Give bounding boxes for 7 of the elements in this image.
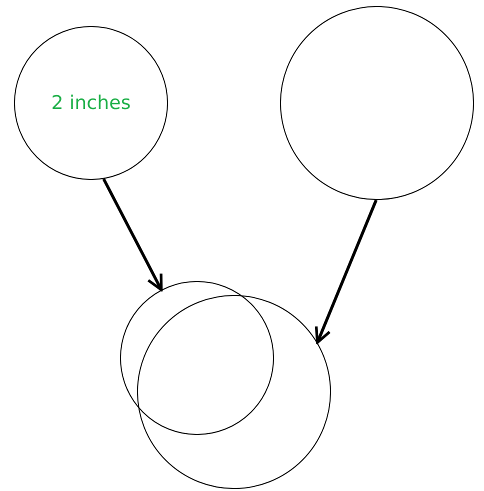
circle-outline [280, 6, 474, 200]
circle-outline [120, 281, 274, 435]
circle-outline [137, 295, 331, 489]
arrow [102, 178, 163, 292]
circle-outline [14, 26, 168, 180]
arrow [314, 199, 378, 344]
measurement-label: 2 inches [51, 92, 131, 114]
